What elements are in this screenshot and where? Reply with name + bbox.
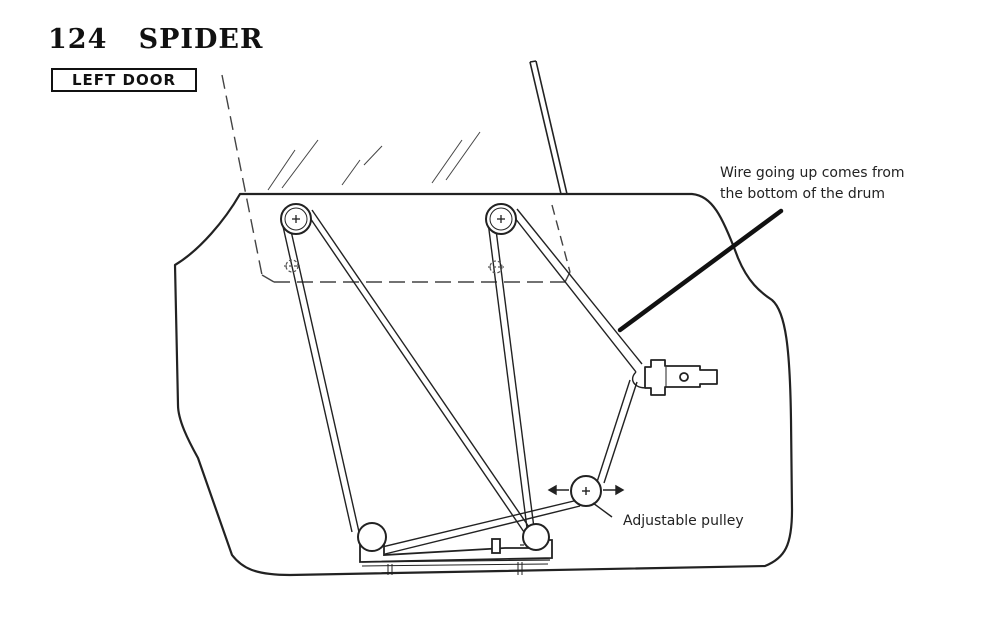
adjustable-pulley <box>570 475 602 507</box>
top-rear-pulley <box>485 203 517 235</box>
wire-annotation-line2: the bottom of the drum <box>720 186 886 202</box>
glass-front-edge <box>221 74 263 276</box>
cable-rear-to-drum <box>510 212 637 373</box>
glass-glare <box>267 149 296 191</box>
pulley-leader-line <box>592 502 613 518</box>
cable-pulley-to-bottom <box>377 499 579 549</box>
glass-glare <box>341 159 361 186</box>
glass-glare <box>445 131 481 181</box>
cable-rear-left <box>487 221 528 529</box>
glass-rear-edge-lower <box>551 204 571 273</box>
cable-front-diagonal <box>305 211 525 533</box>
cable-front-left <box>281 221 353 533</box>
glass-glare <box>281 139 319 189</box>
cable-front-diagonal <box>311 209 532 531</box>
cable-drum-to-pulley <box>603 381 638 484</box>
bottom-right-roller <box>522 523 550 551</box>
model-name: SPIDER <box>138 24 264 55</box>
rear-glass-rail <box>529 60 568 195</box>
cable-rear-left <box>494 221 535 529</box>
glass-clip-rear <box>489 260 503 274</box>
bottom-bracket <box>359 537 553 575</box>
cable-front-left <box>288 221 360 533</box>
glass-corner-front <box>261 274 275 283</box>
glass-clips <box>284 259 504 274</box>
wire-annotation: Wire going up comes from the bottom of t… <box>720 163 905 205</box>
glass-glare <box>431 139 463 184</box>
diagram-title: 124 SPIDER <box>48 24 263 55</box>
glass-clip-front <box>285 259 299 273</box>
adjust-direction-arrows <box>547 484 625 496</box>
window-cables <box>281 208 653 555</box>
window-glass <box>221 74 571 283</box>
regulator-drum <box>644 359 718 396</box>
door-panel-outline <box>173 192 794 577</box>
cable-rear-to-drum <box>516 208 643 365</box>
bottom-left-roller <box>357 522 387 552</box>
wire-annotation-line1: Wire going up comes from <box>720 165 905 181</box>
pulley-annotation: Adjustable pulley <box>623 513 744 529</box>
top-front-pulley <box>280 203 312 235</box>
glass-glare <box>363 145 383 166</box>
cable-pulley-to-bottom <box>384 505 581 555</box>
cable-drum-to-pulley <box>596 379 631 483</box>
left-door-badge: LEFT DOOR <box>51 68 197 92</box>
wire-pointer-line <box>617 208 784 333</box>
model-number: 124 <box>48 24 108 55</box>
